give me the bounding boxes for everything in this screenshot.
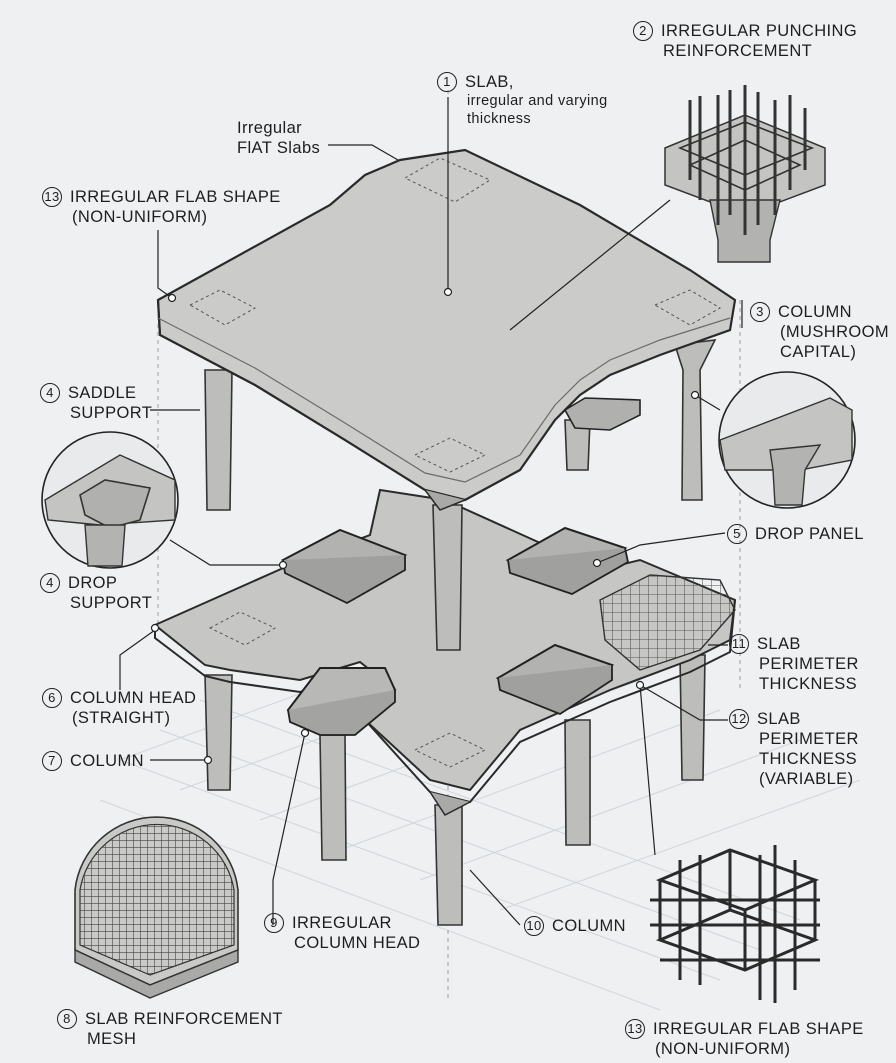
guide-lines	[157, 90, 741, 1000]
column-irregular-head	[319, 734, 347, 861]
upper-columns	[204, 339, 717, 651]
column-7	[204, 674, 233, 791]
column-right-front	[564, 719, 591, 846]
leader-lines	[119, 97, 743, 926]
leader-dots	[150, 287, 700, 765]
saddle-support	[563, 397, 641, 431]
slab-mesh-inset	[74, 816, 239, 999]
column-10	[434, 804, 463, 926]
saddle-support-inset	[41, 431, 179, 569]
header-note: Irregular FlAT Slabs	[237, 119, 321, 157]
upper-slab	[156, 148, 737, 768]
rebar-cage-inset	[650, 845, 820, 1003]
mushroom-capital-inset	[718, 371, 856, 509]
punching-reinforcement-inset	[664, 85, 826, 263]
